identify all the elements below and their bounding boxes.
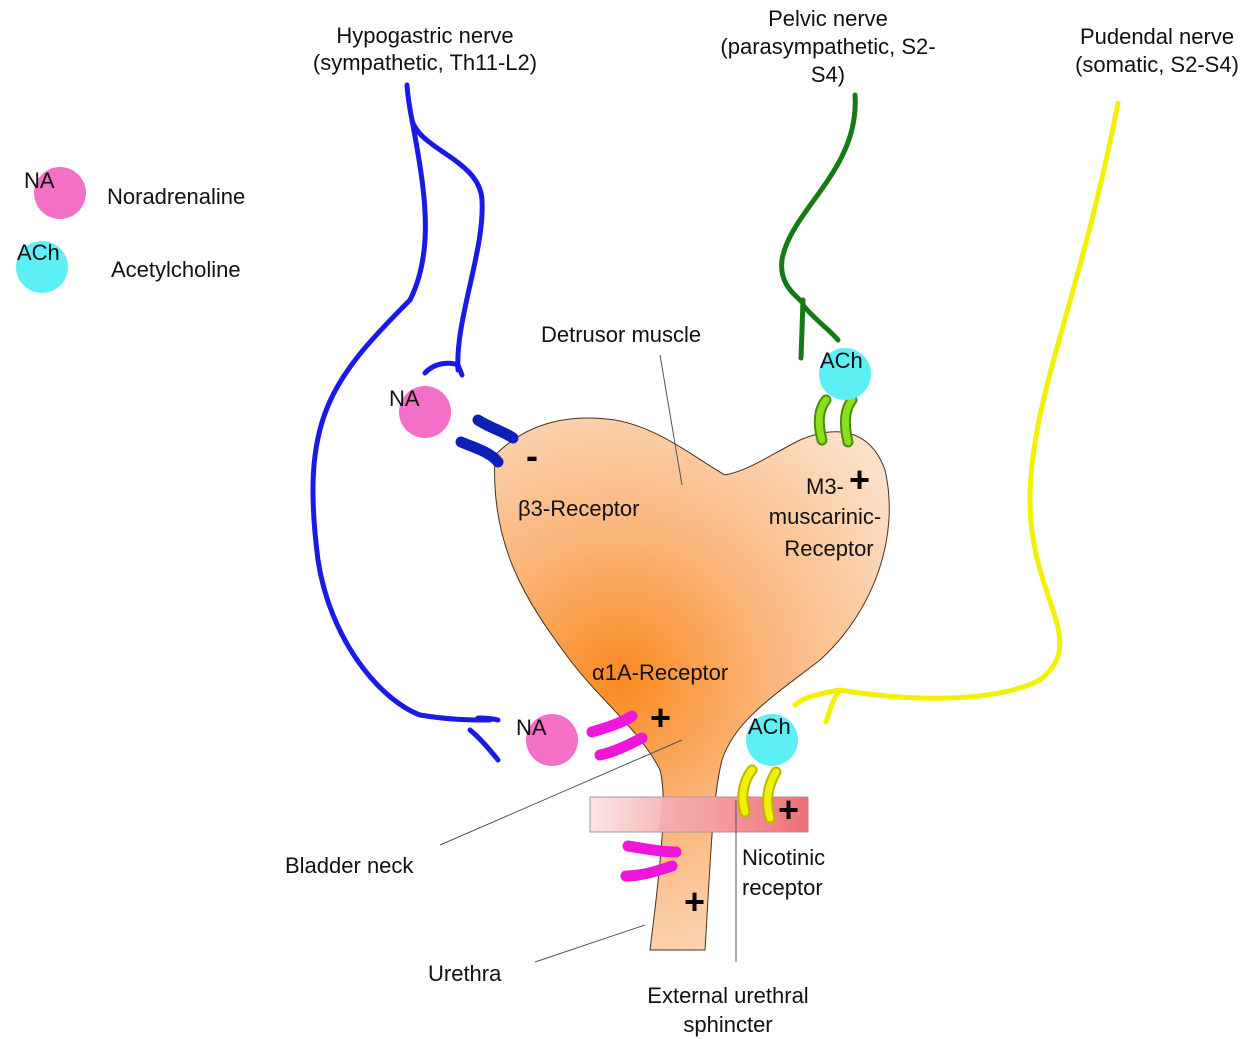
hypogastric-title-line1: Hypogastric nerve [336, 23, 513, 48]
sphincter-label-line2: sphincter [683, 1012, 772, 1037]
legend-na-abbr: NA [24, 168, 55, 193]
na-molecule-label-lower: NA [516, 715, 547, 740]
pelvic-title-line1: Pelvic nerve [768, 6, 888, 31]
legend-ach-label: Acetylcholine [111, 257, 241, 282]
pudendal-title-line2: (somatic, S2-S4) [1075, 52, 1239, 77]
beta3-receptor-label: β3-Receptor [518, 496, 639, 521]
na-molecule-label-upper: NA [389, 386, 420, 411]
m3-label-line3: Receptor [784, 536, 873, 561]
urethra-label: Urethra [428, 961, 502, 986]
urethra-sign: + [684, 881, 705, 922]
bladder-neck-label: Bladder neck [285, 853, 414, 878]
ach-molecule-label-upper: ACh [820, 348, 863, 373]
m3-label-line1: M3- [806, 474, 844, 499]
hypogastric-title-line2: (sympathetic, Th11-L2) [313, 50, 537, 75]
pelvic-title-line3: S4) [811, 62, 845, 87]
sphincter-label-line1: External urethral [647, 983, 808, 1008]
m3-label-line2: muscarinic- [769, 504, 881, 529]
legend-ach-abbr: ACh [17, 240, 60, 265]
beta3-sign: - [526, 435, 538, 476]
alpha1a-receptor-label: α1A-Receptor [592, 660, 728, 685]
urethra-leader-line [535, 925, 645, 962]
nicotinic-label-line1: Nicotinic [742, 845, 825, 870]
alpha1a-sign: + [650, 697, 671, 738]
legend-na-label: Noradrenaline [107, 184, 245, 209]
detrusor-muscle-label: Detrusor muscle [541, 322, 701, 347]
m3-sign: + [849, 459, 870, 500]
ach-molecule-label-lower: ACh [748, 714, 791, 739]
nicotinic-sign: + [778, 789, 799, 830]
pelvic-title-line2: (parasympathetic, S2- [720, 34, 935, 59]
pudendal-title-line1: Pudendal nerve [1080, 24, 1234, 49]
pelvic-nerve [782, 95, 856, 358]
nicotinic-label-line2: receptor [742, 875, 823, 900]
